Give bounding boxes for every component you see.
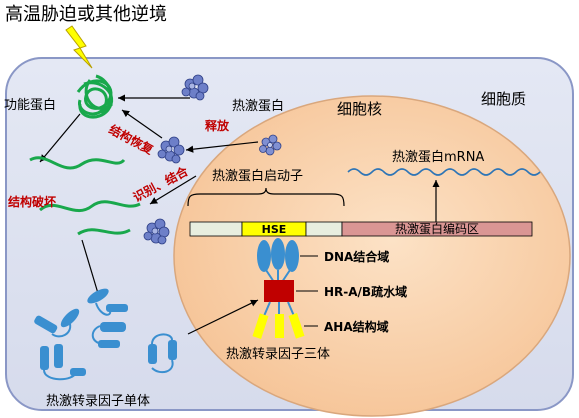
cytoplasm-label: 细胞质 (481, 90, 526, 108)
hse-label: HSE (262, 223, 287, 236)
hsf-monomer-5 (148, 333, 177, 374)
recovery-arrow (121, 109, 163, 139)
hsp-release-arrow (185, 141, 259, 153)
hsf-monomer-label: 热激转录因子单体 (46, 394, 150, 409)
nucleus (173, 95, 571, 417)
hydrophobic-domain-label: HR-A/B疏水域 (324, 284, 407, 299)
trimerization-arrow (187, 299, 259, 335)
hsf-monomer-1 (87, 288, 128, 316)
title-text: 高温胁迫或其他逆境 (5, 4, 167, 25)
hsp-promoter-label: 热激蛋白启动子 (212, 168, 303, 184)
structure-damage-label: 结构破坏 (8, 194, 56, 209)
functional-protein-icon (76, 74, 114, 119)
monomer-arrow (81, 239, 102, 301)
dna-promoter-right (305, 221, 343, 237)
damage-arrow (39, 113, 81, 163)
hsp-mrna-label: 热激蛋白mRNA (392, 149, 484, 165)
bind-arrow (149, 175, 197, 205)
mrna-wave (347, 168, 541, 176)
coding-region (341, 221, 533, 237)
hsp-icon-middle (157, 136, 185, 164)
hydrophobic-domain-block (264, 280, 294, 302)
lightning-icon (65, 25, 93, 69)
functional-protein-label: 功能蛋白 (4, 97, 56, 113)
hsf-monomer-4 (40, 344, 86, 381)
promoter-brace (187, 187, 345, 207)
unfolded-protein-2 (39, 200, 141, 213)
nucleus-label: 细胞核 (337, 100, 382, 118)
hsf-trimer (252, 238, 305, 339)
hsp-icon-top (181, 74, 209, 101)
unfolded-protein-1 (29, 156, 126, 170)
hsp-label: 热激蛋白 (232, 98, 284, 114)
aha-domain-label: AHA结构域 (324, 319, 389, 334)
dna-binding-domain-label: DNA结合域 (324, 249, 389, 264)
dna-promoter-left (189, 221, 243, 237)
hsp-icon-nucleus (259, 134, 282, 156)
hsp-icon-bottom (143, 218, 170, 245)
coding-region-label: 热激蛋白编码区 (395, 221, 479, 236)
hsf-monomer-2 (34, 308, 80, 338)
hsf-trimer-label: 热激转录因子三体 (226, 347, 330, 362)
hsf-monomer-3 (91, 322, 126, 348)
unfolded-protein-3 (77, 228, 131, 236)
release-label: 释放 (205, 118, 230, 133)
